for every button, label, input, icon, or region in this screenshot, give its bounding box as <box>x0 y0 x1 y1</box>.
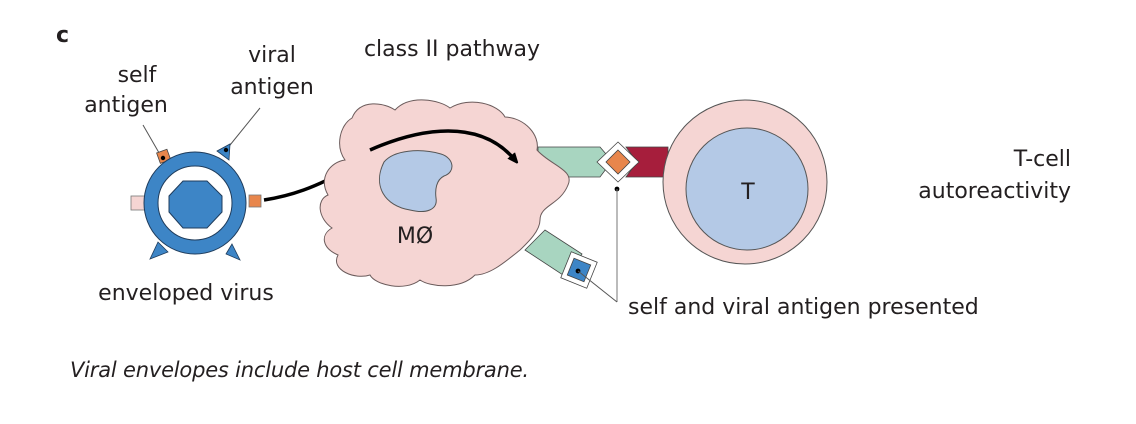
self-antigen-label-1: self <box>118 63 158 88</box>
t-cell-autoreactivity-label-2: autoreactivity <box>918 179 1071 204</box>
viral-antigen-label-1: viral <box>248 43 296 68</box>
host-membrane-protein <box>130 195 146 211</box>
figure-caption: Viral envelopes include host cell membra… <box>70 358 529 382</box>
leader-dot <box>223 147 229 153</box>
presented-leader-diagonal <box>577 270 618 303</box>
t-cell-autoreactivity-label-1: T-cell <box>1013 147 1071 172</box>
antigen-presented-label: self and viral antigen presented <box>628 295 979 320</box>
class-ii-pathway-label: class II pathway <box>364 37 540 62</box>
panel-label: c <box>56 23 69 48</box>
viral-antigen-label-2: antigen <box>230 75 314 100</box>
t-cell-label: T <box>740 180 755 205</box>
self-antigen-label-2: antigen <box>84 93 168 118</box>
viral-spike <box>225 243 241 261</box>
viral-antigen-leader <box>225 107 261 151</box>
macrophage-nucleus <box>379 150 453 212</box>
enveloped-virus <box>130 143 262 261</box>
viral-capsid <box>168 180 223 229</box>
macrophage-label: MØ <box>397 224 433 249</box>
t-cell-nucleus <box>685 127 809 251</box>
leader-dot <box>160 155 166 161</box>
macrophage <box>319 99 570 287</box>
enveloped-virus-label: enveloped virus <box>98 281 274 306</box>
class-ii-pathway-arrow <box>369 129 515 160</box>
viral-spike <box>149 241 169 260</box>
self-antigen-presented <box>605 149 631 175</box>
self-antigen-on-virus-right <box>248 194 262 208</box>
